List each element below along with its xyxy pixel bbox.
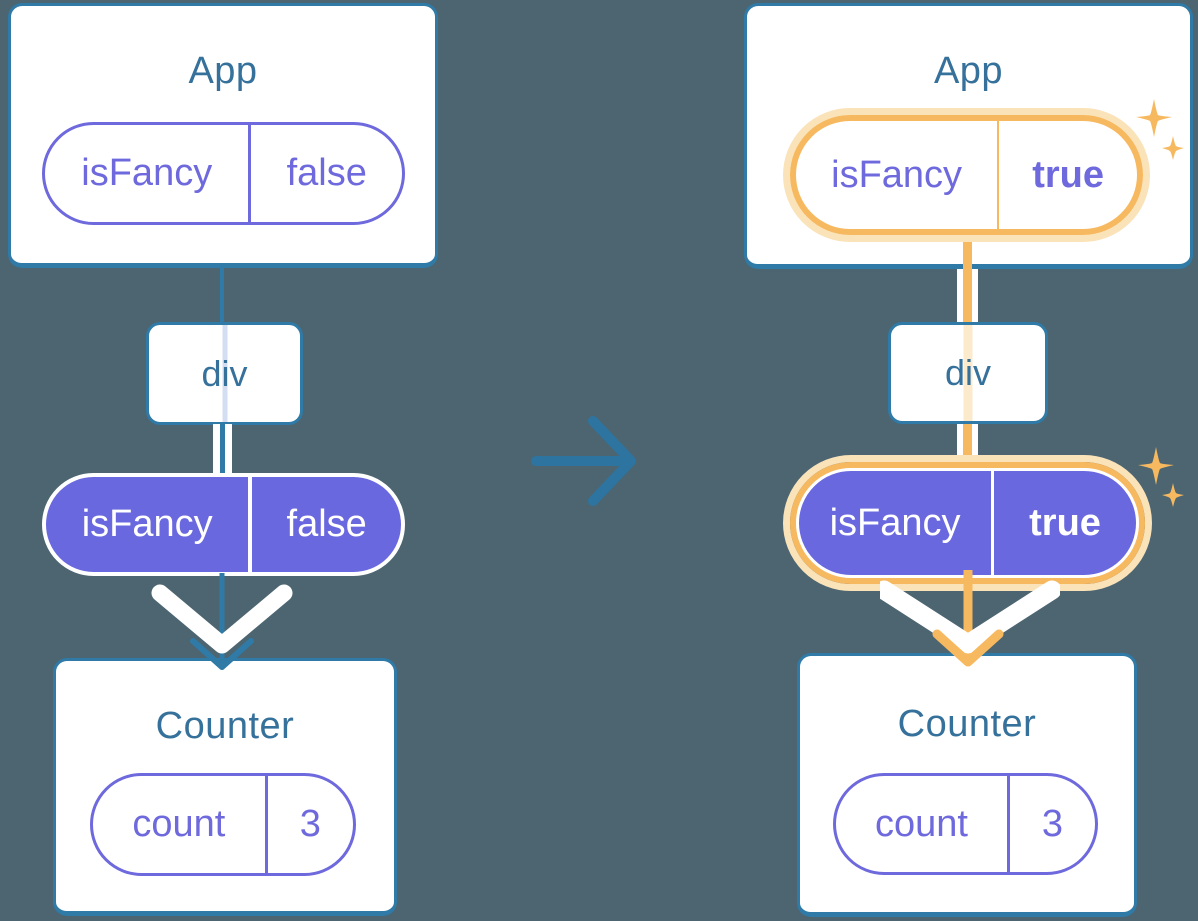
connector-div-to-prop (957, 424, 978, 460)
sparkle-icon (1136, 99, 1184, 160)
arrow-down-icon (880, 570, 1060, 667)
prop-line-highlight (963, 424, 972, 460)
app-title: App (933, 50, 1004, 92)
counter-state-pill: count 3 (833, 773, 1098, 875)
prop-value: false (248, 125, 402, 222)
prop-value: true (997, 121, 1137, 229)
prop-name: isFancy (81, 152, 213, 194)
app-prop-pill-highlighted: isFancy true (783, 108, 1150, 242)
prop-line-faded (222, 325, 227, 422)
div-node: div (146, 322, 303, 425)
div-label: div (201, 352, 248, 394)
prop-line-highlight (963, 269, 972, 322)
prop-value: false (248, 477, 401, 572)
state-name: count (132, 803, 226, 845)
state-name: count (874, 802, 968, 845)
prop-line-highlight (963, 240, 972, 271)
app-title: App (188, 50, 258, 92)
arrow-down-icon (151, 573, 293, 670)
prop-value: true (991, 471, 1136, 575)
arrow-right-icon (531, 416, 636, 506)
connector-app-to-div (957, 269, 978, 322)
counter-state-pill: count 3 (90, 773, 356, 876)
state-value: 3 (264, 776, 353, 873)
div-label: div (944, 352, 992, 393)
div-node: div (888, 322, 1048, 424)
app-prop-pill: isFancy false (42, 122, 405, 225)
prop-line-faded (963, 325, 973, 421)
prop-name: isFancy (831, 153, 963, 196)
prop-line (220, 424, 225, 475)
connector-div-to-prop (213, 424, 232, 475)
sparkle-icon (1138, 447, 1184, 507)
prop-name: isFancy (81, 503, 213, 545)
counter-title: Counter (897, 703, 1037, 745)
state-value: 3 (1006, 776, 1095, 872)
passed-prop-pill: isFancy false (42, 473, 405, 576)
prop-name: isFancy (829, 501, 961, 544)
counter-title: Counter (155, 705, 295, 747)
connector-app-to-div (220, 266, 224, 324)
